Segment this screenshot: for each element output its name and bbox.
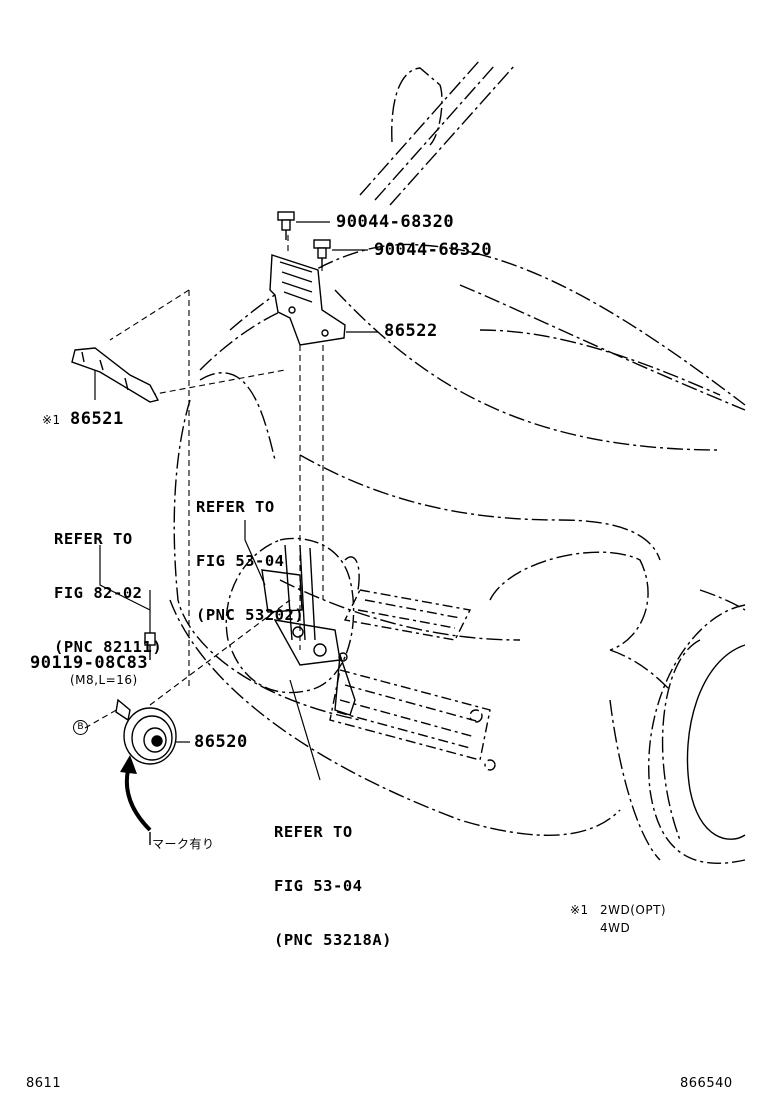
part-number-bolt-lower: 90044-68320 (374, 240, 493, 260)
bracket (269, 254, 378, 346)
note-line-2: 4WD (600, 921, 631, 935)
reference-a-line-2: FIG 53-04 (196, 552, 285, 570)
wheel (648, 604, 746, 864)
bracket-cover-mark: ※1 (42, 413, 61, 427)
reference-b-line-1: REFER TO (54, 530, 133, 548)
radiator-support (225, 537, 356, 716)
reference-b-line-2: FIG 82-02 (54, 584, 143, 602)
reference-a: REFER TO FIG 53-04 (PNC 53202) (196, 462, 304, 642)
part-number-horn: 86520 (194, 732, 248, 752)
bolt-lower (313, 239, 368, 268)
horn-bolt (99, 545, 156, 660)
reference-leaders (244, 520, 321, 781)
arrow-note: マーク有り (152, 837, 215, 851)
footer-left-code: 8611 (26, 1076, 62, 1091)
bolt-upper (277, 211, 330, 240)
circle-mark-b: B (73, 720, 88, 735)
body-outline (169, 372, 746, 861)
bracket-cover (71, 347, 160, 403)
part-number-horn-bolt: 90119-08C83 (30, 653, 149, 673)
reference-c-line-2: FIG 53-04 (274, 877, 363, 895)
horn (115, 698, 190, 765)
reference-a-line-1: REFER TO (196, 498, 275, 516)
reference-a-line-3: (PNC 53202) (196, 606, 305, 624)
reference-c: REFER TO FIG 53-04 (PNC 53218A) (274, 787, 392, 967)
mark-arrow (120, 755, 152, 845)
grille (329, 589, 496, 771)
part-number-bolt-upper: 90044-68320 (336, 212, 455, 232)
part-number-bracket: 86522 (384, 321, 438, 341)
footer-right-code: 866540 (680, 1076, 733, 1091)
reference-c-line-1: REFER TO (274, 823, 353, 841)
reference-b-line-3: (PNC 82111) (54, 638, 163, 656)
note-mark: ※1 (570, 903, 589, 917)
note-line-1: 2WD(OPT) (600, 903, 667, 917)
horn-bolt-spec: (M8,L=16) (70, 673, 138, 687)
windshield-lines (359, 59, 516, 206)
reference-c-line-3: (PNC 53218A) (274, 931, 392, 949)
part-number-bracket-cover: 86521 (70, 409, 124, 429)
reference-b: REFER TO FIG 82-02 (PNC 82111) (54, 494, 162, 674)
